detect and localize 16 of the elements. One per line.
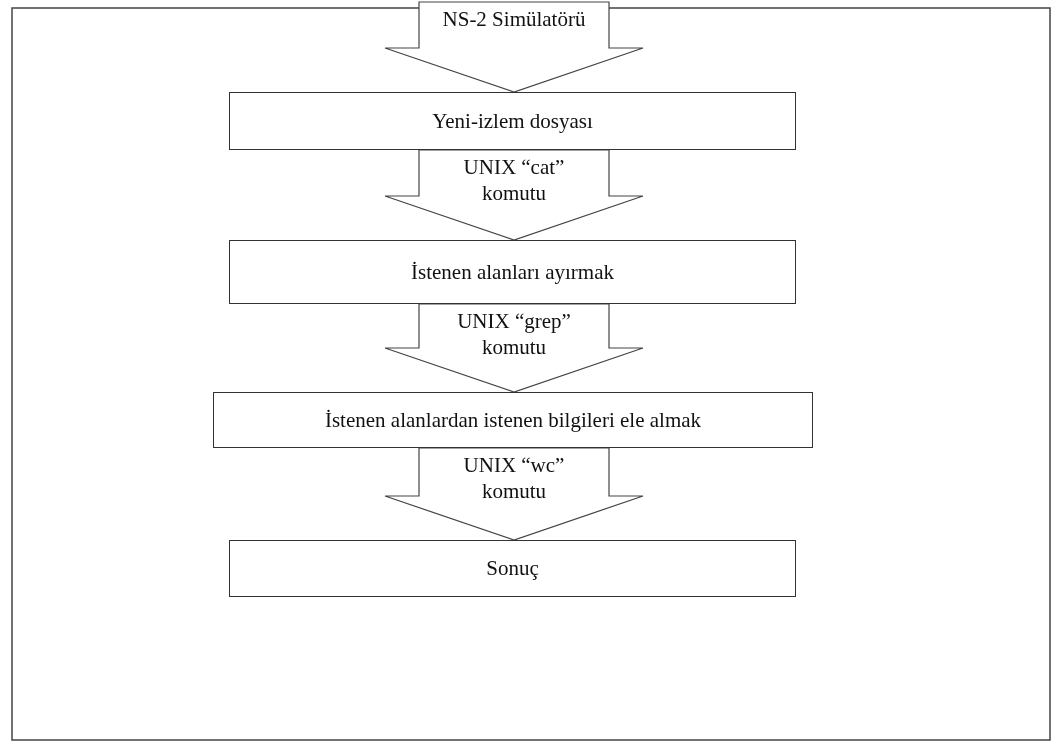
process-box (213, 392, 813, 448)
process-box (229, 92, 796, 150)
box-text: Yeni-izlem dosyası (432, 108, 593, 134)
block-arrow (384, 1, 644, 93)
edge-label: UNIX “grep” komutu (456, 308, 572, 361)
edge-label: UNIX “cat” komutu (462, 154, 566, 207)
process-box (229, 540, 796, 597)
box-text: İstenen alanları ayırmak (411, 259, 614, 285)
edge-label: UNIX “wc” komutu (462, 452, 566, 505)
box-text: İstenen alanlardan istenen bilgileri ele almak (324, 407, 702, 433)
block-arrow (384, 303, 644, 393)
block-arrow (384, 447, 644, 541)
process-box (229, 240, 796, 304)
edge-label: NS-2 Simülatörü (441, 6, 587, 33)
block-arrow (384, 149, 644, 241)
box-text: Sonuç (486, 556, 539, 581)
